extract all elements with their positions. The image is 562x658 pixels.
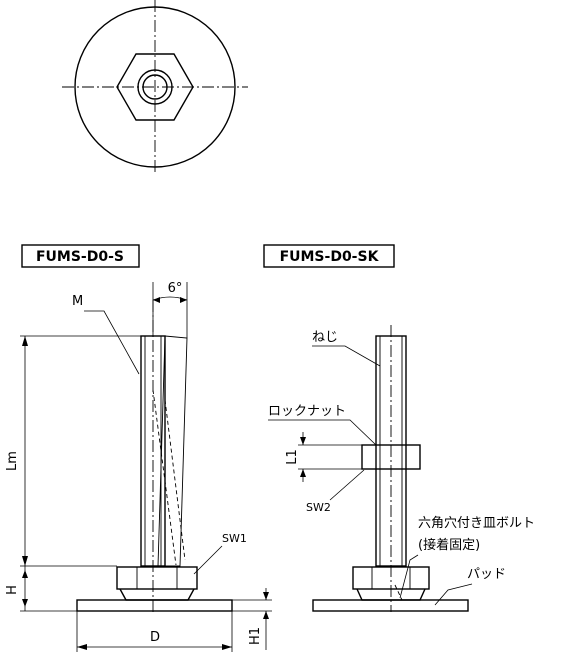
sw2-label: SW2 <box>306 501 331 514</box>
h-label: H <box>5 585 20 595</box>
hex-nut-s <box>116 566 198 590</box>
side-view-s: 6° M Lm H D H1 SW1 <box>5 281 272 652</box>
sw1-label: SW1 <box>222 532 247 545</box>
d-label: D <box>150 630 160 645</box>
angle-label: 6° <box>168 281 183 296</box>
l1-label: L1 <box>285 449 300 465</box>
model-label-s: FUMS-D0-S <box>21 244 140 268</box>
lm-label: Lm <box>5 451 20 471</box>
h1-label: H1 <box>248 627 263 645</box>
top-view <box>62 0 248 174</box>
pad-neck-s <box>119 588 195 601</box>
lock-nut <box>361 444 421 470</box>
side-view-sk: ねじ ロックナット L1 SW2 六角穴付き皿ボルト (接着固定) パッド <box>268 325 535 612</box>
neji-label: ねじ <box>312 330 338 345</box>
pad-label: パッド <box>467 567 506 582</box>
m-label: M <box>72 294 83 309</box>
locknut-label: ロックナット <box>268 404 346 419</box>
hex-nut-sk <box>352 566 430 590</box>
model-label-sk: FUMS-D0-SK <box>263 244 395 268</box>
bolt-label-line1: 六角穴付き皿ボルト <box>418 516 535 531</box>
base-plate-sk <box>312 599 469 612</box>
tilted-bolt <box>157 335 188 567</box>
model-sk-text: FUMS-D0-SK <box>280 249 380 265</box>
bolt-label-line2: (接着固定) <box>418 537 480 553</box>
base-plate-s <box>76 599 233 612</box>
model-s-text: FUMS-D0-S <box>36 249 124 265</box>
